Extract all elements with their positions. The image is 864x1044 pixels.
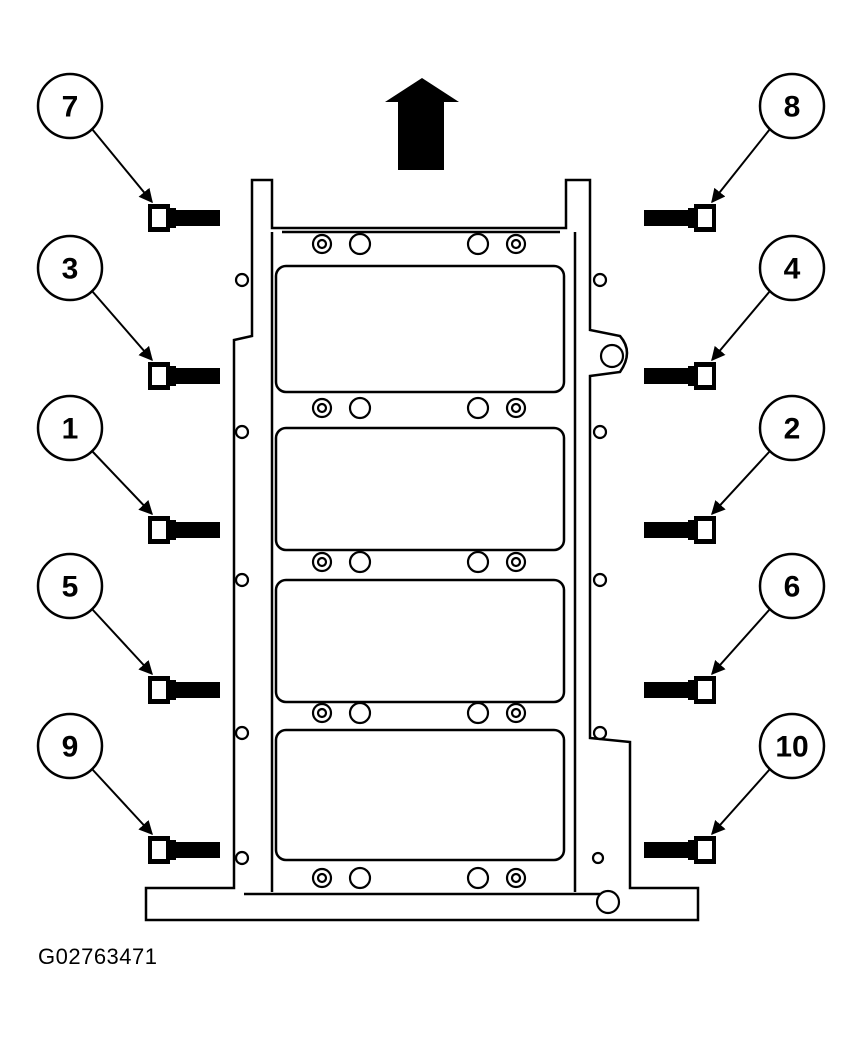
callout-circle bbox=[758, 552, 826, 620]
callout-label: 7 bbox=[62, 91, 79, 124]
callout-label: 9 bbox=[62, 731, 79, 764]
bolt-icon bbox=[644, 516, 716, 544]
boss-row-5 bbox=[311, 866, 527, 890]
callout-label: 3 bbox=[62, 253, 79, 286]
leader-line bbox=[711, 128, 771, 204]
callout-label: 5 bbox=[62, 571, 79, 604]
callout-circle bbox=[36, 552, 104, 620]
callout-7: 7 bbox=[36, 72, 153, 204]
callout-2: 2 bbox=[711, 394, 826, 516]
callout-label: 10 bbox=[775, 731, 808, 764]
bolt-icon bbox=[644, 362, 716, 390]
bolt-icon bbox=[148, 836, 220, 864]
callout-label: 2 bbox=[784, 413, 801, 446]
leader-line bbox=[91, 450, 153, 516]
leader-line bbox=[91, 290, 153, 362]
boss-row-2 bbox=[311, 396, 527, 420]
bearing-cap-2 bbox=[274, 426, 566, 552]
figure-id: G02763471 bbox=[38, 944, 158, 969]
callout-1: 1 bbox=[36, 394, 153, 516]
bolt-icon bbox=[644, 836, 716, 864]
boss-row-1 bbox=[311, 232, 527, 256]
bearing-cap-4 bbox=[274, 728, 566, 862]
callout-circle bbox=[36, 394, 104, 462]
bolt-icon bbox=[644, 676, 716, 704]
leader-line bbox=[711, 290, 771, 362]
bolt-icon bbox=[148, 204, 220, 232]
boss-row-4 bbox=[311, 701, 527, 725]
bearing-cap-3 bbox=[274, 578, 566, 704]
callout-circle bbox=[758, 394, 826, 462]
side-bolts bbox=[148, 204, 716, 864]
leader-line bbox=[711, 450, 771, 516]
bolt-icon bbox=[148, 362, 220, 390]
callout-circle bbox=[758, 712, 826, 780]
callout-circle bbox=[36, 234, 104, 302]
bolt-icon bbox=[644, 204, 716, 232]
callouts: 7 8 3 4 1 2 5 6 9 10 bbox=[36, 72, 826, 836]
bolt-icon bbox=[148, 676, 220, 704]
bearing-cap-1 bbox=[274, 264, 566, 394]
bearing-caps bbox=[274, 264, 566, 862]
leader-line bbox=[91, 768, 153, 836]
callout-circle bbox=[36, 712, 104, 780]
up-arrow-icon bbox=[385, 78, 459, 170]
callout-6: 6 bbox=[711, 552, 826, 676]
callout-10: 10 bbox=[711, 712, 826, 836]
leader-line bbox=[91, 128, 153, 204]
callout-4: 4 bbox=[711, 234, 826, 362]
boss-row-3 bbox=[311, 550, 527, 574]
leader-line bbox=[711, 768, 771, 836]
callout-9: 9 bbox=[36, 712, 153, 836]
callout-label: 4 bbox=[784, 253, 801, 286]
callout-label: 1 bbox=[62, 413, 79, 446]
callout-8: 8 bbox=[711, 72, 826, 204]
callout-circle bbox=[36, 72, 104, 140]
callout-label: 8 bbox=[784, 91, 801, 124]
bedplate-frame bbox=[144, 178, 700, 922]
callout-label: 6 bbox=[784, 571, 801, 604]
bolt-icon bbox=[148, 516, 220, 544]
callout-circle bbox=[758, 72, 826, 140]
bedplate-outline bbox=[144, 178, 700, 922]
callout-5: 5 bbox=[36, 552, 153, 676]
callout-circle bbox=[758, 234, 826, 302]
leader-line bbox=[711, 608, 771, 676]
callout-3: 3 bbox=[36, 234, 153, 362]
leader-line bbox=[91, 608, 153, 676]
cap-bolt-bosses bbox=[234, 232, 625, 915]
